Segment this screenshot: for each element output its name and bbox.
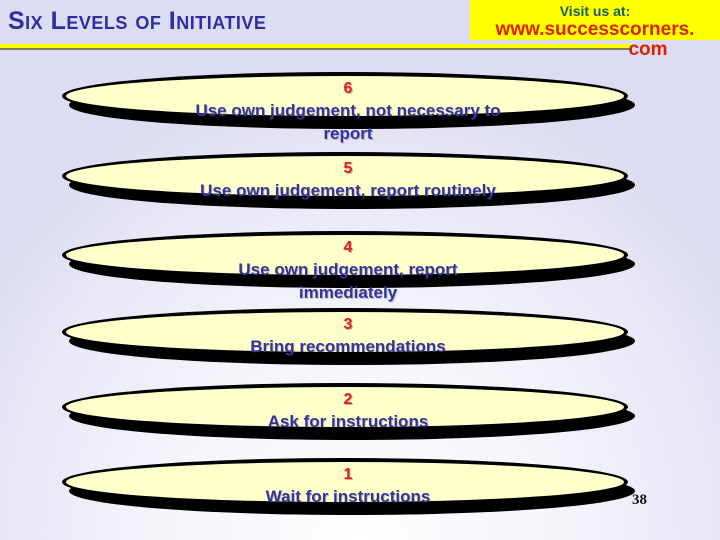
level-number: 6 <box>343 80 353 97</box>
promo-url-line2: com <box>628 39 668 60</box>
level-text-line: Use own judgement, not necessary to <box>195 101 501 120</box>
promo-url-line1: www.successcorners. <box>495 19 695 40</box>
slide-number: 38 <box>632 492 647 508</box>
level-ellipse <box>62 458 628 506</box>
level-text: 4 Use own judgement, report immediately <box>118 237 578 304</box>
level-text-line: Use own judgement, report routinely <box>200 181 496 200</box>
level-text: 6 Use own judgement, not necessary to re… <box>118 78 578 145</box>
level-ellipse <box>62 308 628 356</box>
promo-visit-label: Visit us at: <box>559 3 631 19</box>
level-text-line: Ask for instructions <box>267 412 429 431</box>
level-ellipse <box>62 231 628 279</box>
level-text-line: Wait for instructions <box>265 487 431 506</box>
level-text: 2 Ask for instructions <box>118 389 578 433</box>
level-ellipse <box>62 152 628 200</box>
level-number: 4 <box>343 239 353 256</box>
level-number: 1 <box>343 466 353 483</box>
level-text-line: report <box>323 124 373 143</box>
level-number: 3 <box>343 316 353 333</box>
level-ellipse <box>62 383 628 431</box>
level-text-line: Use own judgement, report <box>238 260 458 279</box>
slide-title: Six Levels of Initiative <box>8 7 267 35</box>
promo-banner: Visit us at: www.successcorners. <box>470 0 720 40</box>
level-text-line: immediately <box>298 283 398 302</box>
level-text: 3 Bring recommendations <box>118 314 578 358</box>
level-text: 1 Wait for instructions <box>118 464 578 508</box>
level-ellipse <box>62 72 628 120</box>
title-underline-rule <box>0 44 632 50</box>
level-text: 5 Use own judgement, report routinely <box>118 158 578 202</box>
level-text-line: Bring recommendations <box>250 337 446 356</box>
level-number: 2 <box>343 391 353 408</box>
level-number: 5 <box>343 160 353 177</box>
